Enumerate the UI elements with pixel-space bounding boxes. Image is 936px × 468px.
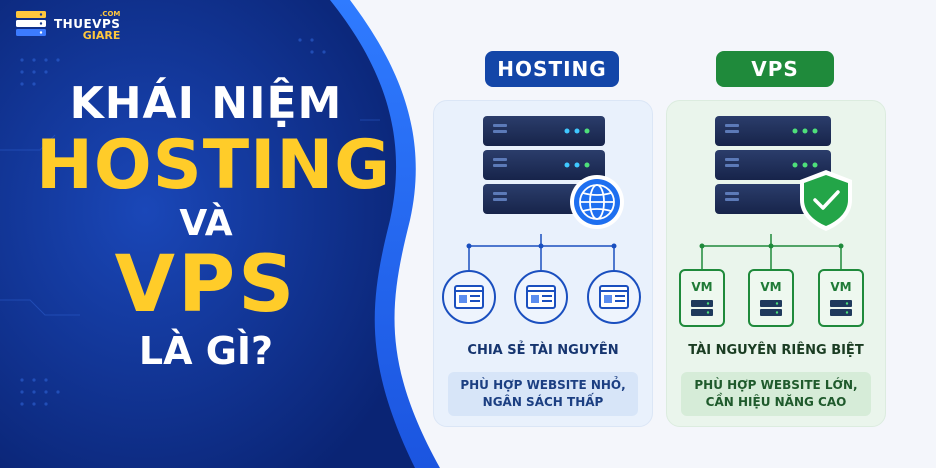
headline-line-2: HOSTING <box>36 126 392 205</box>
hosting-note-line-2: NGÂN SÁCH THẤP <box>482 395 604 409</box>
vps-note-line-2: CẦN HIỆU NĂNG CAO <box>705 395 847 409</box>
virtual-machine-icon <box>679 269 725 327</box>
virtual-machine-icon <box>748 269 794 327</box>
headline: KHÁI NIỆM HOSTING VÀ VPS LÀ GÌ? <box>36 78 392 373</box>
server-stack-icon <box>14 9 48 43</box>
vm-label-3: VM <box>830 280 852 294</box>
vps-connectors <box>701 234 842 270</box>
hosting-connectors <box>468 234 615 270</box>
hosting-label-pill: HOSTING <box>485 51 619 87</box>
headline-line-5: LÀ GÌ? <box>138 329 274 373</box>
hosting-caption: CHIA SẺ TÀI NGUYÊN <box>467 343 619 358</box>
brand-name: .COM THUEVPS GIARE <box>54 10 121 42</box>
hosting-note-line-1: PHÙ HỢP WEBSITE NHỎ, <box>460 377 626 392</box>
browser-window-icon <box>442 270 496 324</box>
browser-window-icon <box>587 270 641 324</box>
brand-logo[interactable]: .COM THUEVPS GIARE <box>14 9 120 43</box>
headline-line-4: VPS <box>114 240 298 330</box>
brand-domain: .COM <box>99 10 121 18</box>
headline-line-1: KHÁI NIỆM <box>69 78 343 129</box>
brand-main: THUEVPS <box>54 17 121 31</box>
browser-window-icon <box>514 270 568 324</box>
vps-label-pill: VPS <box>716 51 834 87</box>
vm-label-2: VM <box>760 280 782 294</box>
vps-caption: TÀI NGUYÊN RIÊNG BIỆT <box>688 343 864 358</box>
vm-label-1: VM <box>691 280 713 294</box>
brand-sub: GIARE <box>82 29 121 42</box>
headline-line-3: VÀ <box>179 203 233 244</box>
vps-note-line-1: PHÙ HỢP WEBSITE LỚN, <box>694 377 858 392</box>
hosting-note: PHÙ HỢP WEBSITE NHỎ, NGÂN SÁCH THẤP <box>448 372 638 416</box>
globe-icon <box>570 175 624 229</box>
virtual-machine-icon <box>818 269 864 327</box>
vps-note: PHÙ HỢP WEBSITE LỚN, CẦN HIỆU NĂNG CAO <box>681 372 871 416</box>
shield-check-icon <box>800 170 852 231</box>
